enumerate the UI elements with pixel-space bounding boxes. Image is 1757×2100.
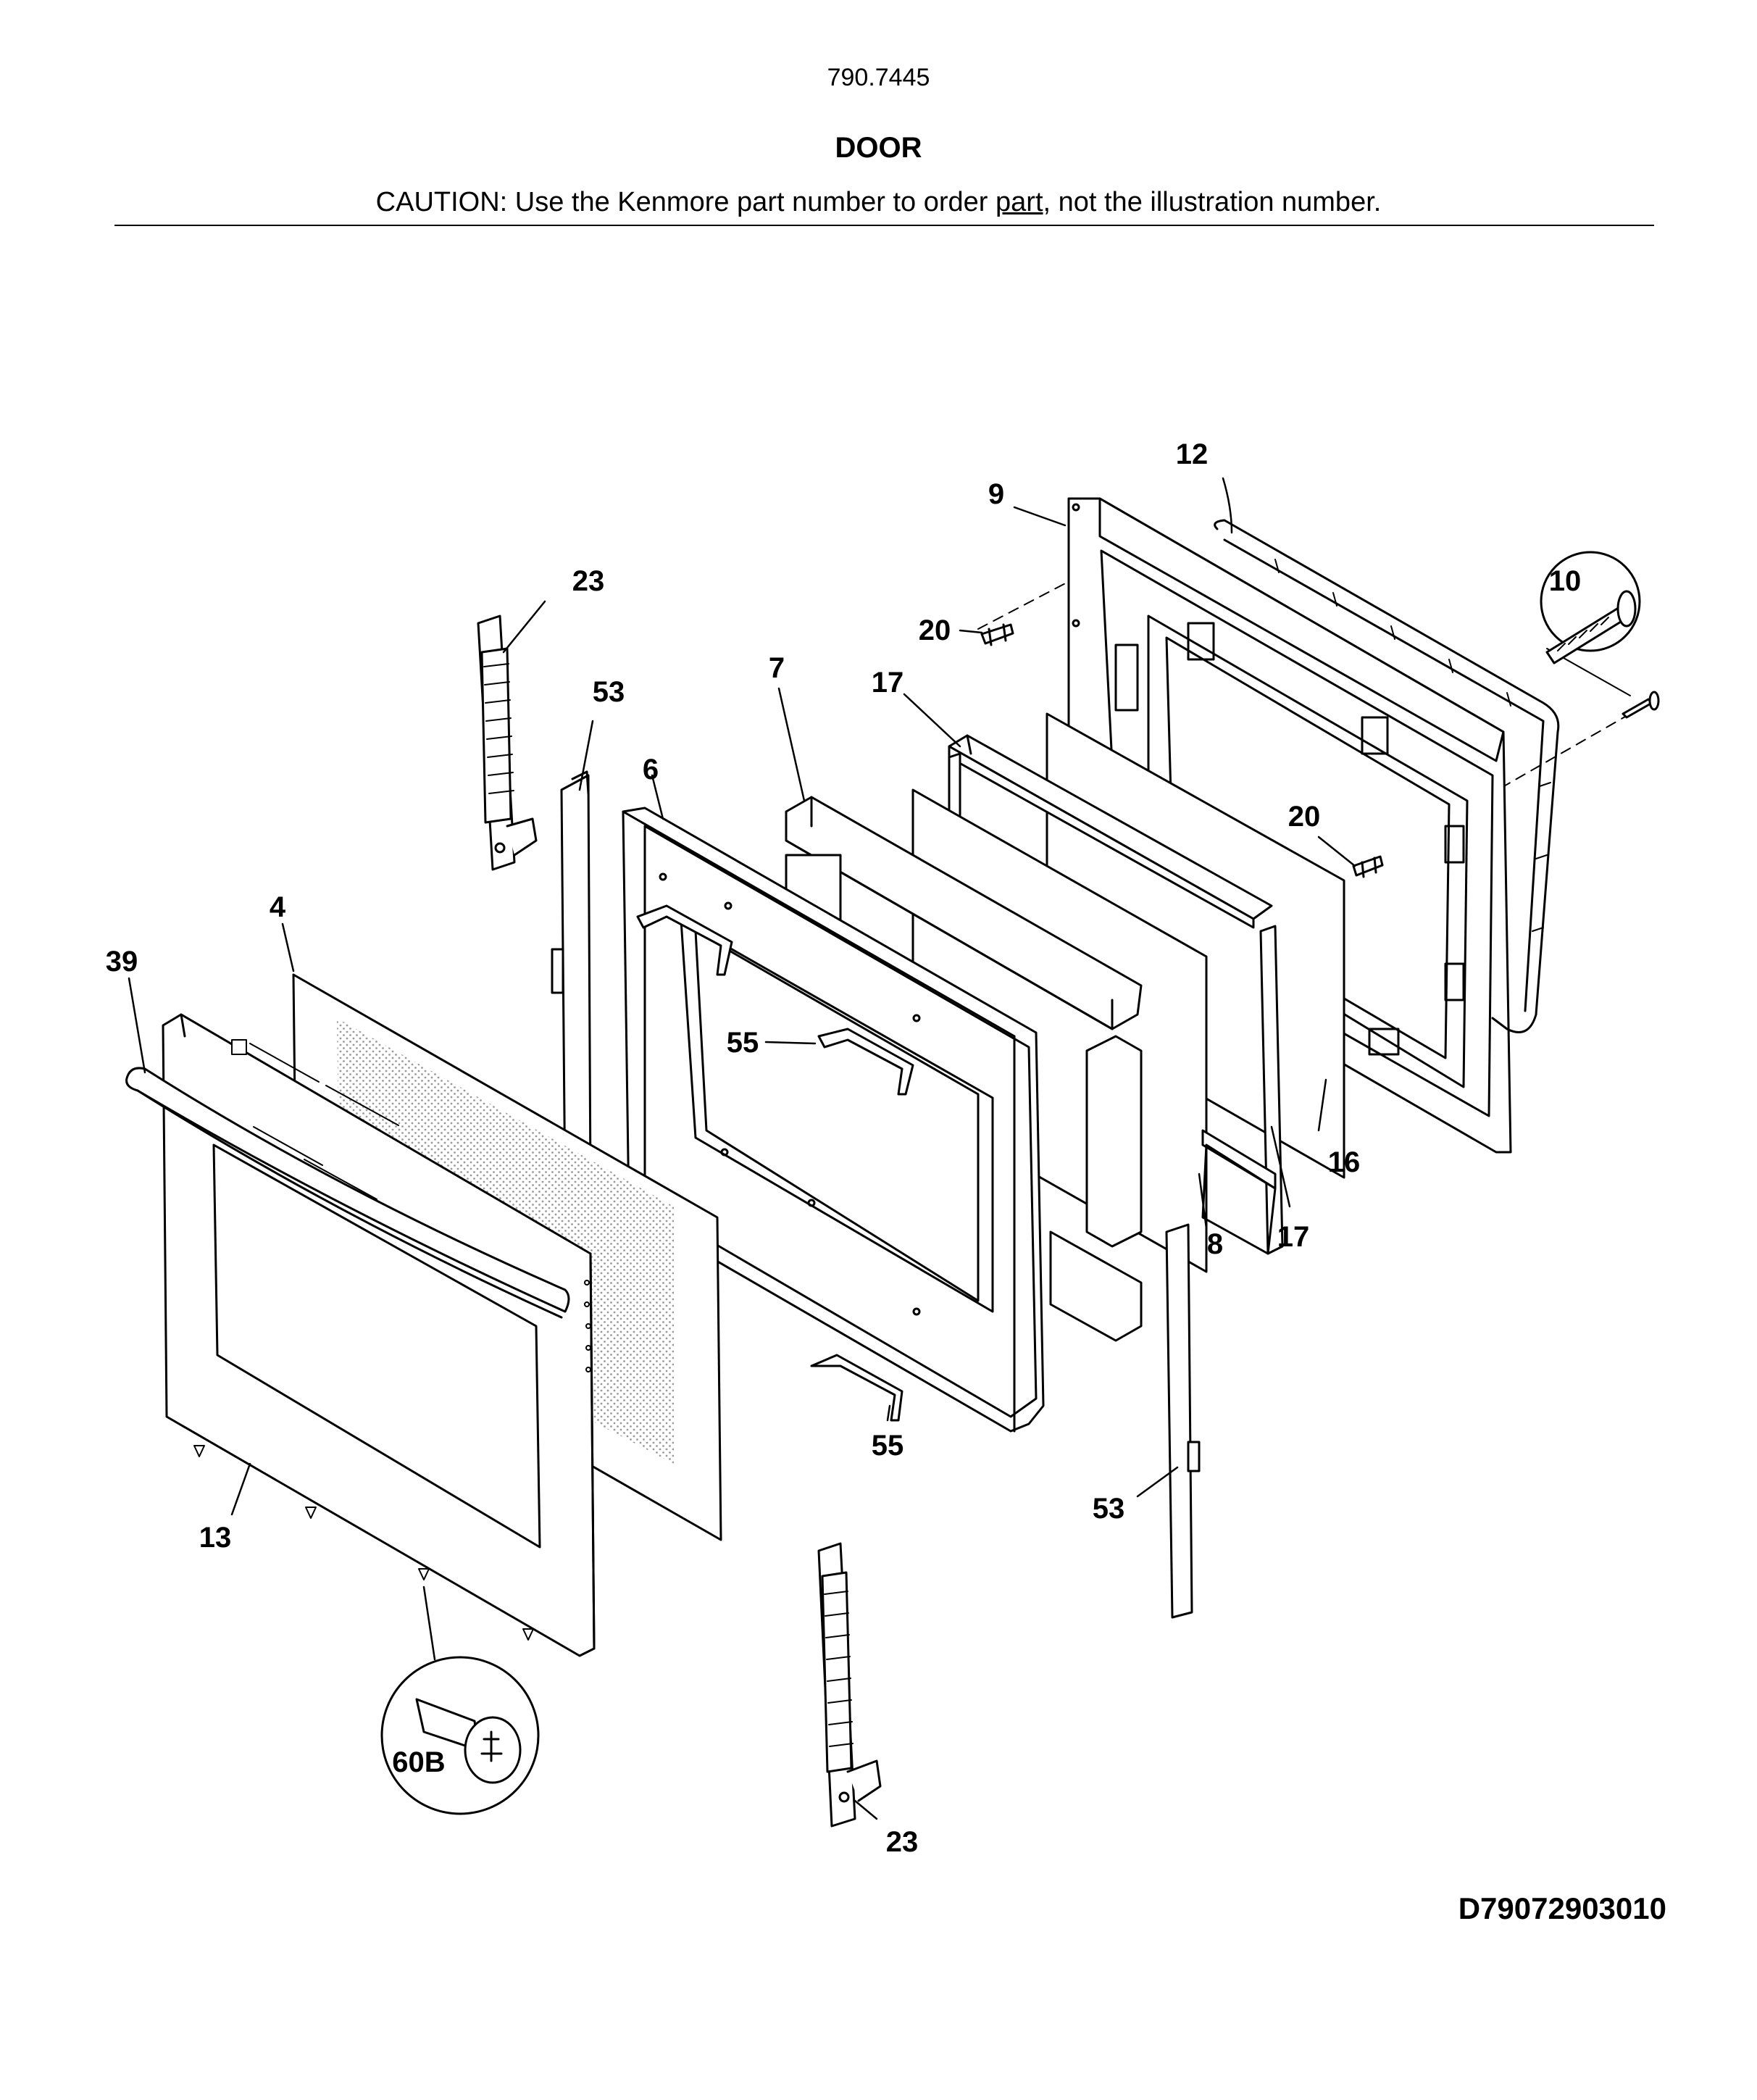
part-60b-screw-detail <box>380 1656 540 1815</box>
part-23-hinge-lower <box>817 1542 882 1828</box>
callout-17-lower: 17 <box>1277 1221 1310 1253</box>
part-10-screw-detail <box>1540 551 1660 719</box>
part-12-door-gasket <box>1214 519 1560 1033</box>
callout-16: 16 <box>1328 1146 1361 1178</box>
callout-20-right: 20 <box>1288 801 1321 833</box>
part-23-hinge-upper <box>477 614 538 871</box>
callout-labels: 12 9 10 23 20 53 7 17 6 20 4 39 55 16 8 … <box>106 438 1582 1858</box>
callout-17-upper: 17 <box>872 667 904 699</box>
callout-60b: 60B <box>392 1746 445 1778</box>
callout-7: 7 <box>769 652 785 684</box>
part-53-side-trim-lower <box>1165 1223 1201 1619</box>
callout-23-lower: 23 <box>886 1826 919 1858</box>
callout-20-left: 20 <box>919 614 951 646</box>
part-20-clip-left <box>980 623 1014 646</box>
part-13-outer-door-panel <box>162 1013 596 1657</box>
part-20-clip-right <box>1352 855 1384 878</box>
callout-53-upper: 53 <box>593 676 625 708</box>
callout-6: 6 <box>643 754 659 786</box>
model-number: 790.7445 <box>827 64 930 91</box>
callout-55-lower: 55 <box>872 1430 904 1462</box>
caution-prefix: CAUTION: Use the Kenmore part number to … <box>375 187 996 217</box>
part-55-hinge-receptacle-upper <box>636 904 914 1096</box>
caution-suffix: , not the illustration number. <box>1043 187 1382 217</box>
callout-10: 10 <box>1549 565 1582 597</box>
callout-55-upper: 55 <box>727 1027 759 1059</box>
callout-4: 4 <box>270 891 286 923</box>
part-9-inner-door-frame <box>1067 497 1512 1154</box>
section-title: DOOR <box>835 132 922 164</box>
diagram-code: D79072903010 <box>1458 1891 1666 1925</box>
callout-9: 9 <box>988 478 1004 510</box>
part-53-side-trim-upper <box>551 770 592 1201</box>
callout-39: 39 <box>106 946 138 978</box>
leader-lines <box>128 477 1356 1820</box>
part-60b-screws <box>193 1445 534 1641</box>
callout-8: 8 <box>1207 1228 1223 1260</box>
header-rule <box>114 225 1654 226</box>
callout-53-lower: 53 <box>1093 1493 1125 1525</box>
callout-23-upper: 23 <box>572 565 605 597</box>
part-6-door-liner-frame <box>622 807 1045 1433</box>
part-55-hinge-receptacle-lower <box>810 1354 903 1422</box>
callout-13: 13 <box>199 1522 232 1554</box>
part-17-glass-frame-lower <box>1201 925 1284 1255</box>
caution-underlined-part: part <box>996 187 1043 217</box>
callout-12: 12 <box>1176 438 1209 470</box>
caution-note: CAUTION: Use the Kenmore part number to … <box>0 187 1757 218</box>
part-39-door-handle <box>125 1067 570 1319</box>
